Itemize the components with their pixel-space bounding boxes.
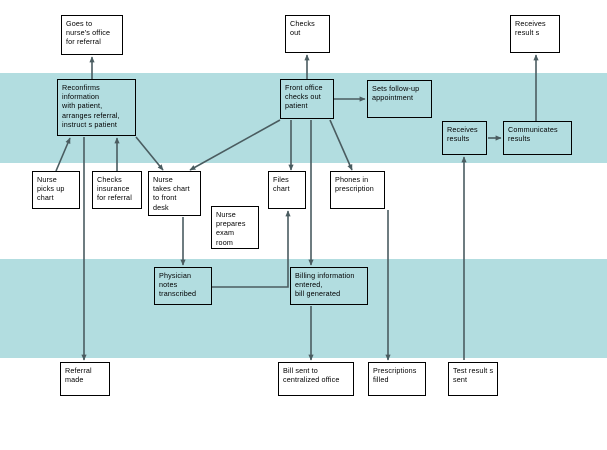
node-nurse-picks-up-chart[interactable]: Nurse picks up chart	[32, 171, 80, 209]
node-receives-results-mid[interactable]: Receives results	[442, 121, 487, 155]
node-billing-information[interactable]: Billing information entered, bill genera…	[290, 267, 368, 305]
node-nurse-prepares-exam[interactable]: Nurse prepares exam room	[211, 206, 259, 249]
node-test-results-sent[interactable]: Test result s sent	[448, 362, 498, 396]
node-goes-to-nurses-office[interactable]: Goes to nurse's office for referral	[61, 15, 123, 55]
node-phones-in-prescription[interactable]: Phones in prescription	[330, 171, 385, 209]
node-files-chart[interactable]: Files chart	[268, 171, 306, 209]
node-prescriptions-filled[interactable]: Prescriptions filled	[368, 362, 426, 396]
node-nurse-takes-chart[interactable]: Nurse takes chart to front desk	[148, 171, 201, 216]
node-physician-notes[interactable]: Physician notes transcribed	[154, 267, 212, 305]
node-referral-made[interactable]: Referral made	[60, 362, 110, 396]
node-checks-out[interactable]: Checks out	[285, 15, 330, 53]
node-sets-follow-up[interactable]: Sets follow-up appointment	[367, 80, 432, 118]
node-reconfirms-information[interactable]: Reconfirms information with patient, arr…	[57, 79, 136, 136]
node-communicates-results[interactable]: Communicates results	[503, 121, 572, 155]
node-bill-sent-centralized[interactable]: Bill sent to centralized office	[278, 362, 354, 396]
node-receives-results-top[interactable]: Receives result s	[510, 15, 560, 53]
node-front-office-checks-out[interactable]: Front office checks out patient	[280, 79, 334, 119]
node-checks-insurance[interactable]: Checks insurance for referral	[92, 171, 142, 209]
